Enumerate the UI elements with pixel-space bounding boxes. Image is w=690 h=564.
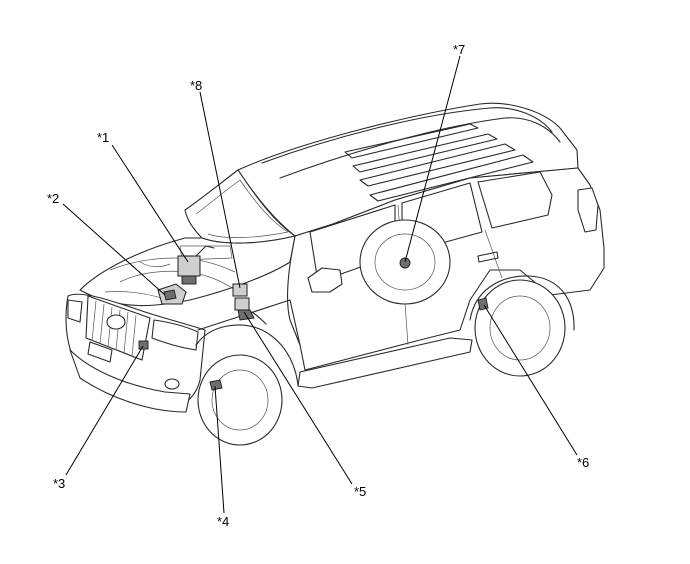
front-grille [85, 295, 151, 361]
callout-6: *6 [577, 455, 589, 470]
side-mirror [307, 267, 343, 293]
callout-3: *3 [53, 476, 65, 491]
callout-4: *4 [217, 514, 229, 529]
callout-1: *1 [97, 130, 109, 145]
component-1-ecu [177, 245, 215, 285]
leader-1 [111, 144, 189, 263]
fender-line [197, 299, 301, 346]
front-wheel [197, 354, 283, 446]
callout-8: *8 [190, 78, 202, 93]
license-plate [87, 341, 113, 363]
leader-lines [62, 55, 578, 514]
leader-5 [243, 311, 353, 485]
door-handle-rear [477, 251, 499, 263]
door-seam-rear [484, 229, 503, 279]
callout-labels: *1 *2 *3 *4 *5 *6 *7 *8 [47, 42, 589, 529]
component-4-front-wheel-sensor [209, 379, 223, 391]
leader-2 [62, 203, 166, 296]
side-step [297, 337, 473, 389]
leader-3 [65, 345, 144, 476]
front-wheel-arch [195, 324, 299, 386]
component-2-engine-part [157, 283, 187, 305]
roof-ribs [344, 123, 534, 202]
components [138, 245, 489, 391]
component-8-cowl-unit [232, 283, 248, 297]
headlight-right [67, 299, 83, 323]
component-7-rear-sensor [399, 257, 411, 269]
leader-7 [404, 55, 461, 263]
leader-4 [214, 385, 225, 514]
component-5-fender-unit [234, 297, 267, 325]
callout-5: *5 [354, 484, 366, 499]
windshield-inner [195, 179, 289, 238]
headlight-left [151, 319, 199, 351]
fog-light [164, 378, 180, 390]
taillight [577, 187, 599, 233]
component-3-front-sensor [138, 340, 149, 350]
leader-6 [483, 304, 578, 456]
leader-8 [199, 91, 241, 289]
rear-wheel-arch [469, 275, 575, 331]
quarter-window [477, 171, 553, 229]
front-bumper [69, 349, 191, 413]
roof-rail-rear [279, 117, 561, 179]
callout-7: *7 [453, 42, 465, 57]
roof-rail-front [261, 107, 553, 164]
vehicle-outline [65, 102, 605, 446]
callout-2: *2 [47, 191, 59, 206]
rear-wheel [474, 279, 566, 377]
